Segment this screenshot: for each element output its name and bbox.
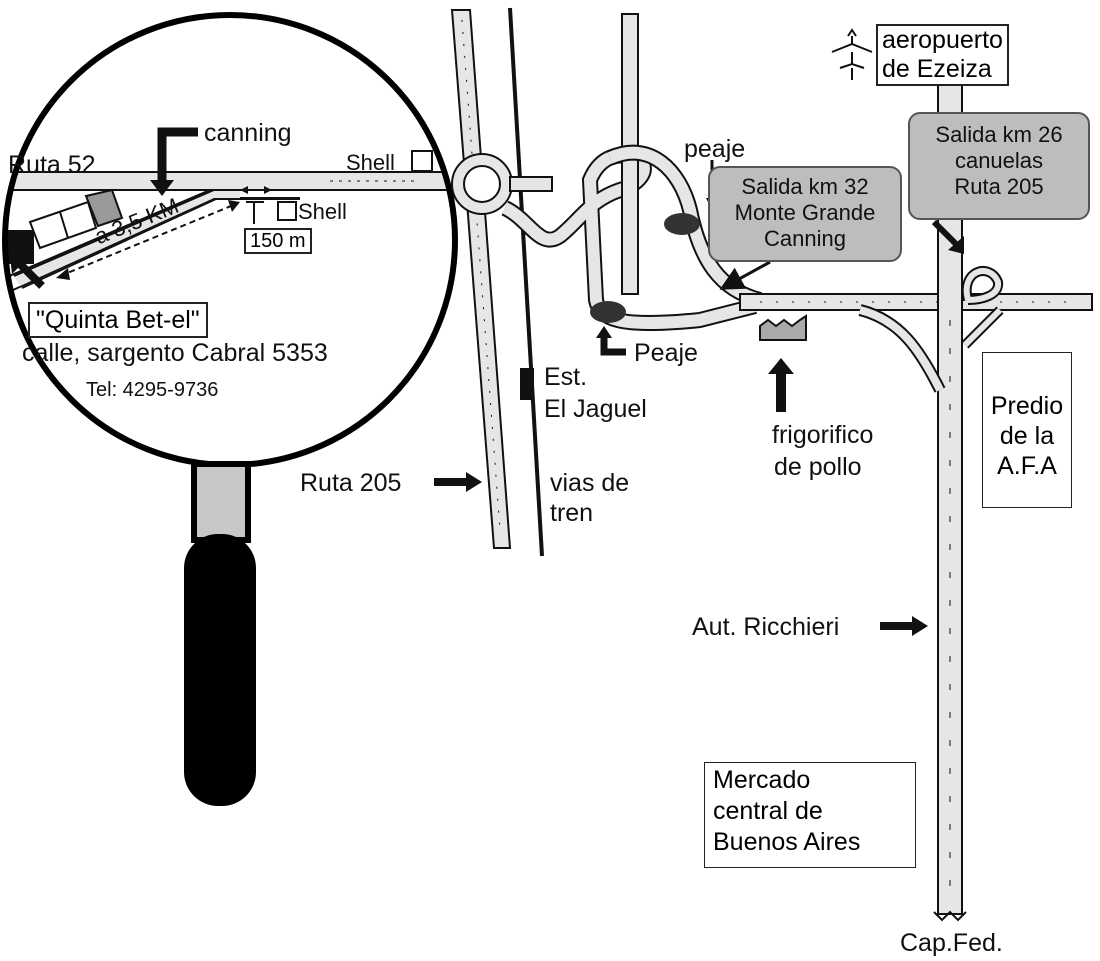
aeropuerto-line2: de Ezeiza — [882, 55, 992, 83]
lens-content — [5, 15, 455, 465]
exit-km26-pointer — [931, 219, 959, 247]
exit-km32-line1: Salida km 32 — [741, 174, 869, 199]
tel-label: Tel: 4295-9736 — [86, 379, 219, 401]
mercado-line3: Buenos Aires — [713, 828, 861, 856]
peaje-bottom-arrow — [600, 336, 626, 356]
address-label: calle, sargento Cabral 5353 — [22, 339, 328, 367]
shell-bottom-label: Shell — [298, 199, 347, 224]
peaje-top-label: peaje — [684, 135, 746, 163]
exit-km26-line1: Salida km 26 — [935, 122, 1063, 147]
exit-km26-box: Salida km 26 canuelas Ruta 205 — [908, 112, 1090, 220]
predio-line2: de la — [999, 422, 1055, 450]
predio-afa-box: Predio de la A.F.A — [982, 352, 1072, 508]
canning-arrow — [157, 127, 198, 182]
frigorifico-label-1: frigorifico — [772, 421, 874, 449]
aeropuerto-line1: aeropuerto — [882, 26, 1003, 54]
railway-line — [508, 7, 544, 557]
ricchieri-arrow — [880, 616, 928, 636]
exit-km26-line3: Ruta 205 — [954, 174, 1044, 199]
ruta52-label: Ruta 52 — [8, 151, 96, 179]
toll-booth-bottom — [590, 301, 626, 323]
exit-km32-pointer — [719, 260, 771, 290]
shell-square-bottom — [277, 201, 297, 221]
ruta205-road — [450, 9, 512, 549]
frigorifico-arrow-shaft — [776, 372, 786, 412]
autopista-ricchieri — [937, 81, 963, 915]
distance-150m: 150 m — [244, 228, 312, 254]
canning-label: canning — [204, 119, 292, 147]
shell-top-label: Shell — [346, 150, 395, 175]
exit-km32-box: Salida km 32 Monte Grande Canning — [708, 166, 902, 262]
est-label-1: Est. — [544, 363, 588, 391]
frigorifico-label-2: de pollo — [774, 453, 862, 481]
ricchieri-label: Aut. Ricchieri — [692, 613, 840, 641]
ruta205-label: Ruta 205 — [300, 469, 402, 497]
vias-label-1: vias de — [550, 469, 630, 497]
shell-square-top — [411, 150, 433, 172]
horizontal-road-afa — [739, 293, 1093, 311]
station-el-jaguel — [520, 368, 534, 400]
predio-line1: Predio — [990, 392, 1064, 420]
mercado-box: Mercado central de Buenos Aires — [704, 762, 916, 868]
mercado-line1: Mercado — [713, 766, 811, 794]
quinta-label: "Quinta Bet-el" — [28, 302, 208, 338]
distance-arrow — [59, 203, 237, 277]
mercado-line2: central de — [713, 797, 823, 825]
magnifier-handle — [184, 534, 256, 806]
vias-label-2: tren — [550, 499, 594, 527]
magnifier-neck — [191, 461, 251, 543]
factory-icon — [759, 314, 807, 341]
est-label-2: El Jaguel — [544, 395, 647, 423]
peaje-bottom-label: Peaje — [634, 339, 698, 367]
airplane-icon — [831, 28, 873, 80]
exit-km26-line2: canuelas — [954, 148, 1044, 173]
building-gray — [84, 188, 124, 228]
toll-booth-top — [664, 213, 700, 235]
cap-fed-label: Cap.Fed. — [900, 929, 1003, 957]
aeropuerto-box: aeropuerto de Ezeiza — [876, 24, 1009, 86]
ruta205-arrow — [434, 472, 482, 492]
predio-line3: A.F.A — [997, 452, 1057, 480]
exit-km32-line2: Monte Grande — [734, 200, 876, 225]
exit-km32-line3: Canning — [764, 226, 846, 251]
